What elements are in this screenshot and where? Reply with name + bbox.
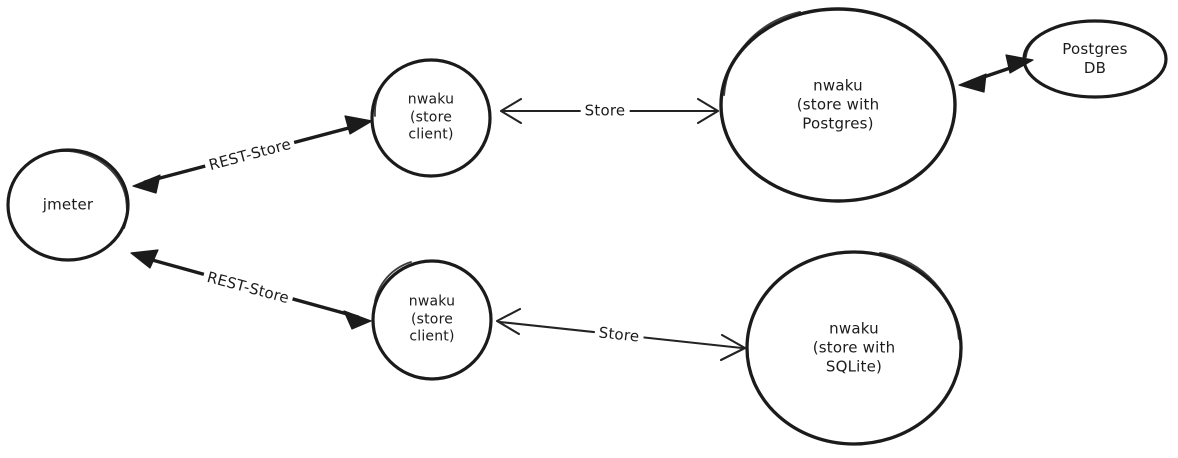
edge-store-client-bottom-to-sqlite-node[interactable] [495,307,747,362]
node-postgres-db[interactable] [1022,19,1168,99]
edge-postgres-node-to-postgres-db[interactable] [958,54,1034,93]
edge-jmeter-to-store-client-bottom[interactable] [130,249,372,330]
node-store-client-top[interactable] [370,58,492,178]
node-store-client-bottom[interactable] [371,259,493,381]
node-store-sqlite[interactable] [745,250,963,446]
node-store-postgres[interactable] [719,7,957,203]
edge-jmeter-to-store-client-top[interactable] [132,115,373,194]
edge-store-client-top-to-postgres-node[interactable] [499,97,720,125]
node-jmeter[interactable] [6,148,130,262]
